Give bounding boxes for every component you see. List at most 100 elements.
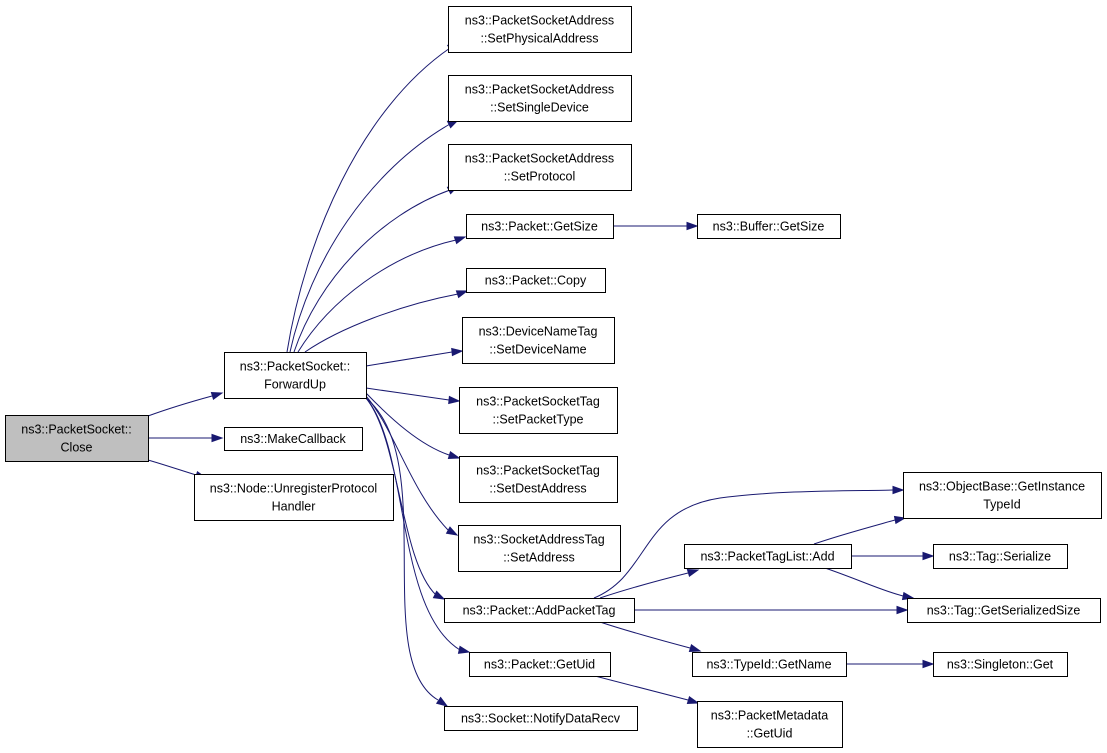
arrowhead-icon [457,645,471,654]
edge-line [147,395,213,417]
edge-line [365,397,439,701]
node-box [466,214,614,239]
node-setaddress[interactable]: ns3::SocketAddressTag::SetAddress [458,525,621,572]
edge-pktgetsize-to-bufgetsize [613,221,699,231]
node-box [444,598,635,623]
edge-addpackettag-to-ptladd [599,568,700,599]
node-pktcopy[interactable]: ns3::Packet::Copy [466,268,606,293]
edge-line [304,293,459,353]
node-box [933,544,1068,569]
edge-line [365,351,453,367]
edge-line [365,397,461,651]
node-setphys[interactable]: ns3::PacketSocketAddress::SetPhysicalAdd… [448,6,632,53]
node-label: ::SetSingleDevice [490,101,589,115]
node-label: ::SetDeviceName [489,343,586,357]
arrowhead-icon [448,395,461,405]
node-singletonget[interactable]: ns3::Singleton::Get [933,652,1068,677]
node-label: ::SetPhysicalAddress [480,32,598,46]
node-label: ns3::PacketSocketAddress [465,152,614,166]
edge-ptladd-to-getinstancetypeid [813,515,907,545]
node-box [907,598,1101,623]
node-box [692,652,847,677]
node-setdevname[interactable]: ns3::DeviceNameTag::SetDeviceName [462,317,615,364]
edge-line [286,47,451,353]
node-label: ns3::Packet::GetSize [481,220,598,234]
node-notifydatarecv[interactable]: ns3::Socket::NotifyDataRecv [444,706,638,731]
edge-addpackettag-to-getinstancetypeid [593,485,905,599]
node-label: ns3::PacketSocketTag [476,395,600,409]
edge-line [593,489,894,599]
edge-forwardup-to-setdestaddr [365,392,461,460]
node-label: ::SetAddress [503,551,575,565]
edge-line [594,675,689,701]
node-bufgetsize[interactable]: ns3::Buffer::GetSize [697,214,841,239]
node-close[interactable]: ns3::PacketSocket::Close [5,415,149,462]
node-label: ns3::Buffer::GetSize [713,220,825,234]
edge-line [293,189,451,353]
edge-line [365,387,450,401]
edge-line [365,395,449,531]
arrowhead-icon [210,391,224,401]
node-label: ns3::Packet::Copy [485,274,587,288]
node-label: ForwardUp [264,378,326,392]
arrowhead-icon [453,236,467,245]
edge-close-to-makecallback [148,433,224,443]
node-taggetsersize[interactable]: ns3::Tag::GetSerializedSize [907,598,1101,623]
node-box [444,706,638,731]
node-setpkttype[interactable]: ns3::PacketSocketTag::SetPacketType [459,387,618,434]
node-label: ns3::Packet::AddPacketTag [463,604,616,618]
node-addpackettag[interactable]: ns3::Packet::AddPacketTag [444,598,635,623]
arrowhead-icon [922,551,935,561]
edge-addpackettag-to-taggetsersize [634,605,909,615]
edge-pktgetuid-to-pmgetuid [594,675,700,705]
node-label: ns3::Tag::GetSerializedSize [927,604,1081,618]
node-box [933,652,1068,677]
node-pmgetuid[interactable]: ns3::PacketMetadata::GetUid [697,701,843,748]
node-box [448,75,632,122]
node-label: ::SetDestAddress [489,482,586,496]
node-label: ns3::MakeCallback [240,432,346,446]
node-typeidgetname[interactable]: ns3::TypeId::GetName [692,652,847,677]
node-box [462,317,615,364]
node-pktgetuid[interactable]: ns3::Packet::GetUid [469,652,611,677]
node-label: ns3::PacketSocketAddress [465,14,614,28]
node-pktgetsize[interactable]: ns3::Packet::GetSize [466,214,614,239]
node-label: ns3::PacketSocketTag [476,464,600,478]
nodes-layer: ns3::PacketSocket::Closens3::PacketSocke… [5,6,1102,748]
node-label: ::GetUid [747,727,793,741]
node-tagserialize[interactable]: ns3::Tag::Serialize [933,544,1068,569]
edge-line [599,572,689,599]
node-box [684,544,852,569]
node-setsingle[interactable]: ns3::PacketSocketAddress::SetSingleDevic… [448,75,632,122]
node-ptladd[interactable]: ns3::PacketTagList::Add [684,544,852,569]
edge-ptladd-to-taggetsersize [824,567,915,601]
arrowhead-icon [893,515,907,525]
node-box [5,415,149,462]
node-label: ns3::Socket::NotifyDataRecv [461,712,621,726]
arrowhead-icon [451,347,464,357]
node-label: ns3::PacketTagList::Add [700,550,834,564]
node-box [459,456,618,503]
edge-line [599,621,691,649]
edge-forwardup-to-notifydatarecv [365,397,449,707]
node-makecallback[interactable]: ns3::MakeCallback [224,427,363,451]
node-label: Close [61,441,93,455]
node-forwardup[interactable]: ns3::PacketSocket::ForwardUp [224,352,367,399]
edge-line [365,392,450,456]
edge-line [824,567,904,597]
node-box [903,472,1102,519]
arrowhead-icon [445,526,459,536]
node-label: ns3::ObjectBase::GetInstance [919,480,1085,494]
node-box [459,387,618,434]
node-box [224,352,367,399]
edge-forwardup-to-setaddress [365,395,459,536]
edge-line [147,459,197,476]
node-setdestaddr[interactable]: ns3::PacketSocketTag::SetDestAddress [459,456,618,503]
node-setprotocol[interactable]: ns3::PacketSocketAddress::SetProtocol [448,144,632,191]
node-box [448,144,632,191]
node-label: ::SetProtocol [504,170,576,184]
edge-line [289,123,451,353]
